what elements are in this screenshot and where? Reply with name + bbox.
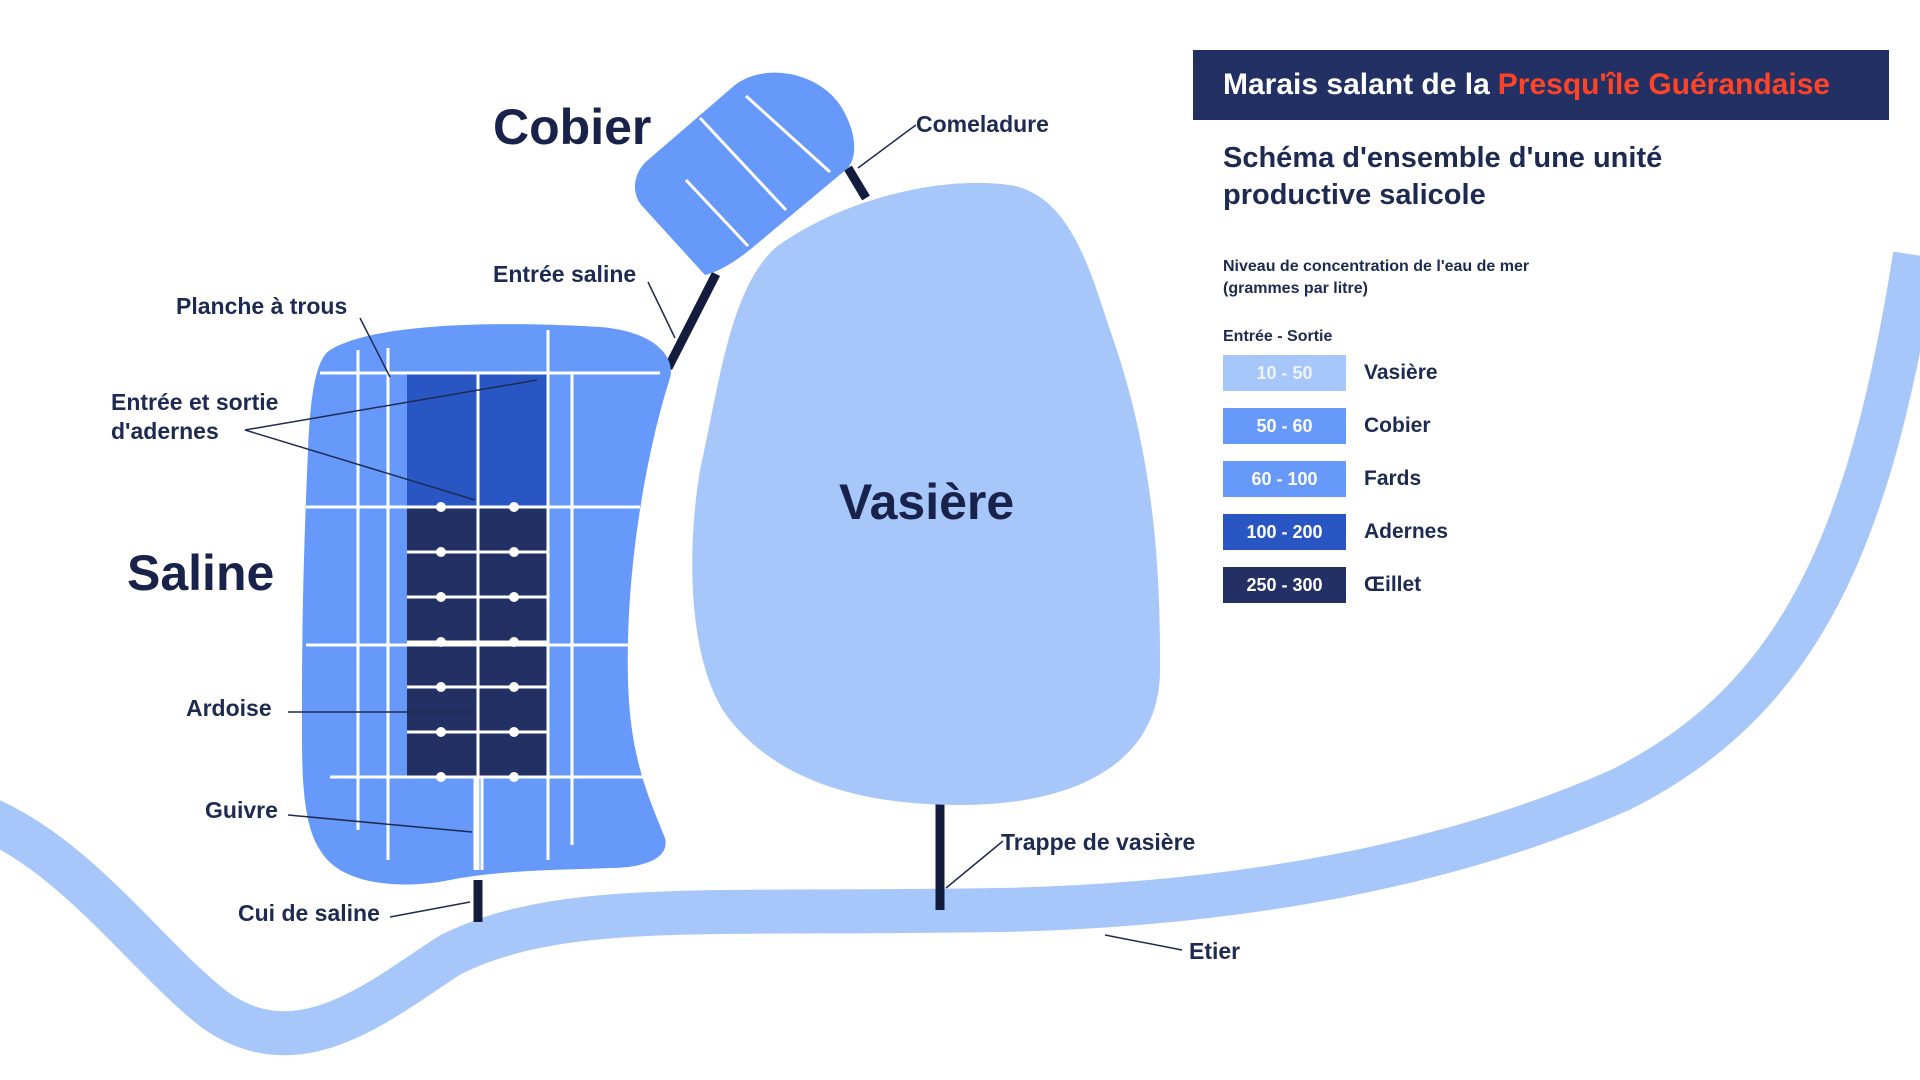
legend-swatch: 10 - 50 <box>1223 355 1346 391</box>
guivre-leader <box>287 814 473 833</box>
subtitle-line-1: Schéma d'ensemble d'une unité <box>1223 142 1663 174</box>
planche-holes <box>436 502 519 782</box>
zone-cobier-label: Cobier <box>493 99 651 155</box>
legend-note-line-1: Niveau de concentration de l'eau de mer <box>1223 258 1530 275</box>
legend-heading: Entrée - Sortie <box>1223 328 1333 345</box>
cobier-basin <box>634 72 855 276</box>
entree-saline-label: Entrée saline <box>493 261 636 287</box>
legend-item-fards: 60 - 100 Fards <box>1223 461 1448 497</box>
entree-sortie-label-2: d'adernes <box>111 418 219 444</box>
subtitle: Schéma d'ensemble d'une unité productive… <box>1223 140 1863 214</box>
legend-name: Œillet <box>1364 573 1422 596</box>
entree-saline-pipe <box>663 271 721 371</box>
planche-label: Planche à trous <box>176 293 347 319</box>
zone-vasiere-label: Vasière <box>839 474 1014 530</box>
legend-swatch: 250 - 300 <box>1223 567 1346 603</box>
title-bar: Marais salant de la Presqu'île Guérandai… <box>1193 50 1889 120</box>
cui-label: Cui de saline <box>238 900 380 926</box>
entree-sortie-leader-a <box>244 379 538 431</box>
legend-name: Cobier <box>1364 414 1431 437</box>
vasiere-basin <box>692 182 1160 805</box>
legend-name: Adernes <box>1364 520 1449 543</box>
legend-name: Fards <box>1364 467 1422 490</box>
trappe-label: Trappe de vasière <box>1001 829 1195 855</box>
legend-swatch: 60 - 100 <box>1223 461 1346 497</box>
planche-leader <box>359 317 391 378</box>
legend-item-adernes: 100 - 200 Adernes <box>1223 514 1448 550</box>
ardoise-label: Ardoise <box>186 695 272 721</box>
etier-label: Etier <box>1189 938 1240 964</box>
legend-item-oeillet: 250 - 300 Œillet <box>1223 567 1448 603</box>
legend-swatch: 50 - 60 <box>1223 408 1346 444</box>
legend-swatch: 100 - 200 <box>1223 514 1346 550</box>
subtitle-line-2: productive salicole <box>1223 179 1486 211</box>
legend-note-line-2: (grammes par litre) <box>1223 280 1368 297</box>
cui-leader <box>389 901 471 918</box>
legend-note: Niveau de concentration de l'eau de mer … <box>1223 256 1843 300</box>
legend-item-cobier: 50 - 60 Cobier <box>1223 408 1448 444</box>
saline-basin <box>301 324 671 885</box>
trappe-leader <box>945 840 1004 889</box>
entree-sortie-leader-b <box>244 429 476 501</box>
legend: 10 - 50 Vasière 50 - 60 Cobier 60 - 100 … <box>1223 355 1448 620</box>
comeladure-label: Comeladure <box>916 111 1049 137</box>
guivre-label: Guivre <box>205 797 278 823</box>
title-main: Marais salant de la <box>1223 68 1490 101</box>
etier-leader <box>1104 934 1183 951</box>
title-accent: Presqu'île Guérandaise <box>1497 68 1831 101</box>
etier-channel <box>0 251 1920 1056</box>
zone-saline-label: Saline <box>127 545 274 601</box>
entree-saline-leader <box>647 281 676 339</box>
comeladure-leader <box>857 124 917 169</box>
legend-name: Vasière <box>1364 361 1438 384</box>
comeladure-pipe <box>844 165 870 201</box>
entree-sortie-label-1: Entrée et sortie <box>111 389 278 415</box>
legend-item-vasiere: 10 - 50 Vasière <box>1223 355 1448 391</box>
